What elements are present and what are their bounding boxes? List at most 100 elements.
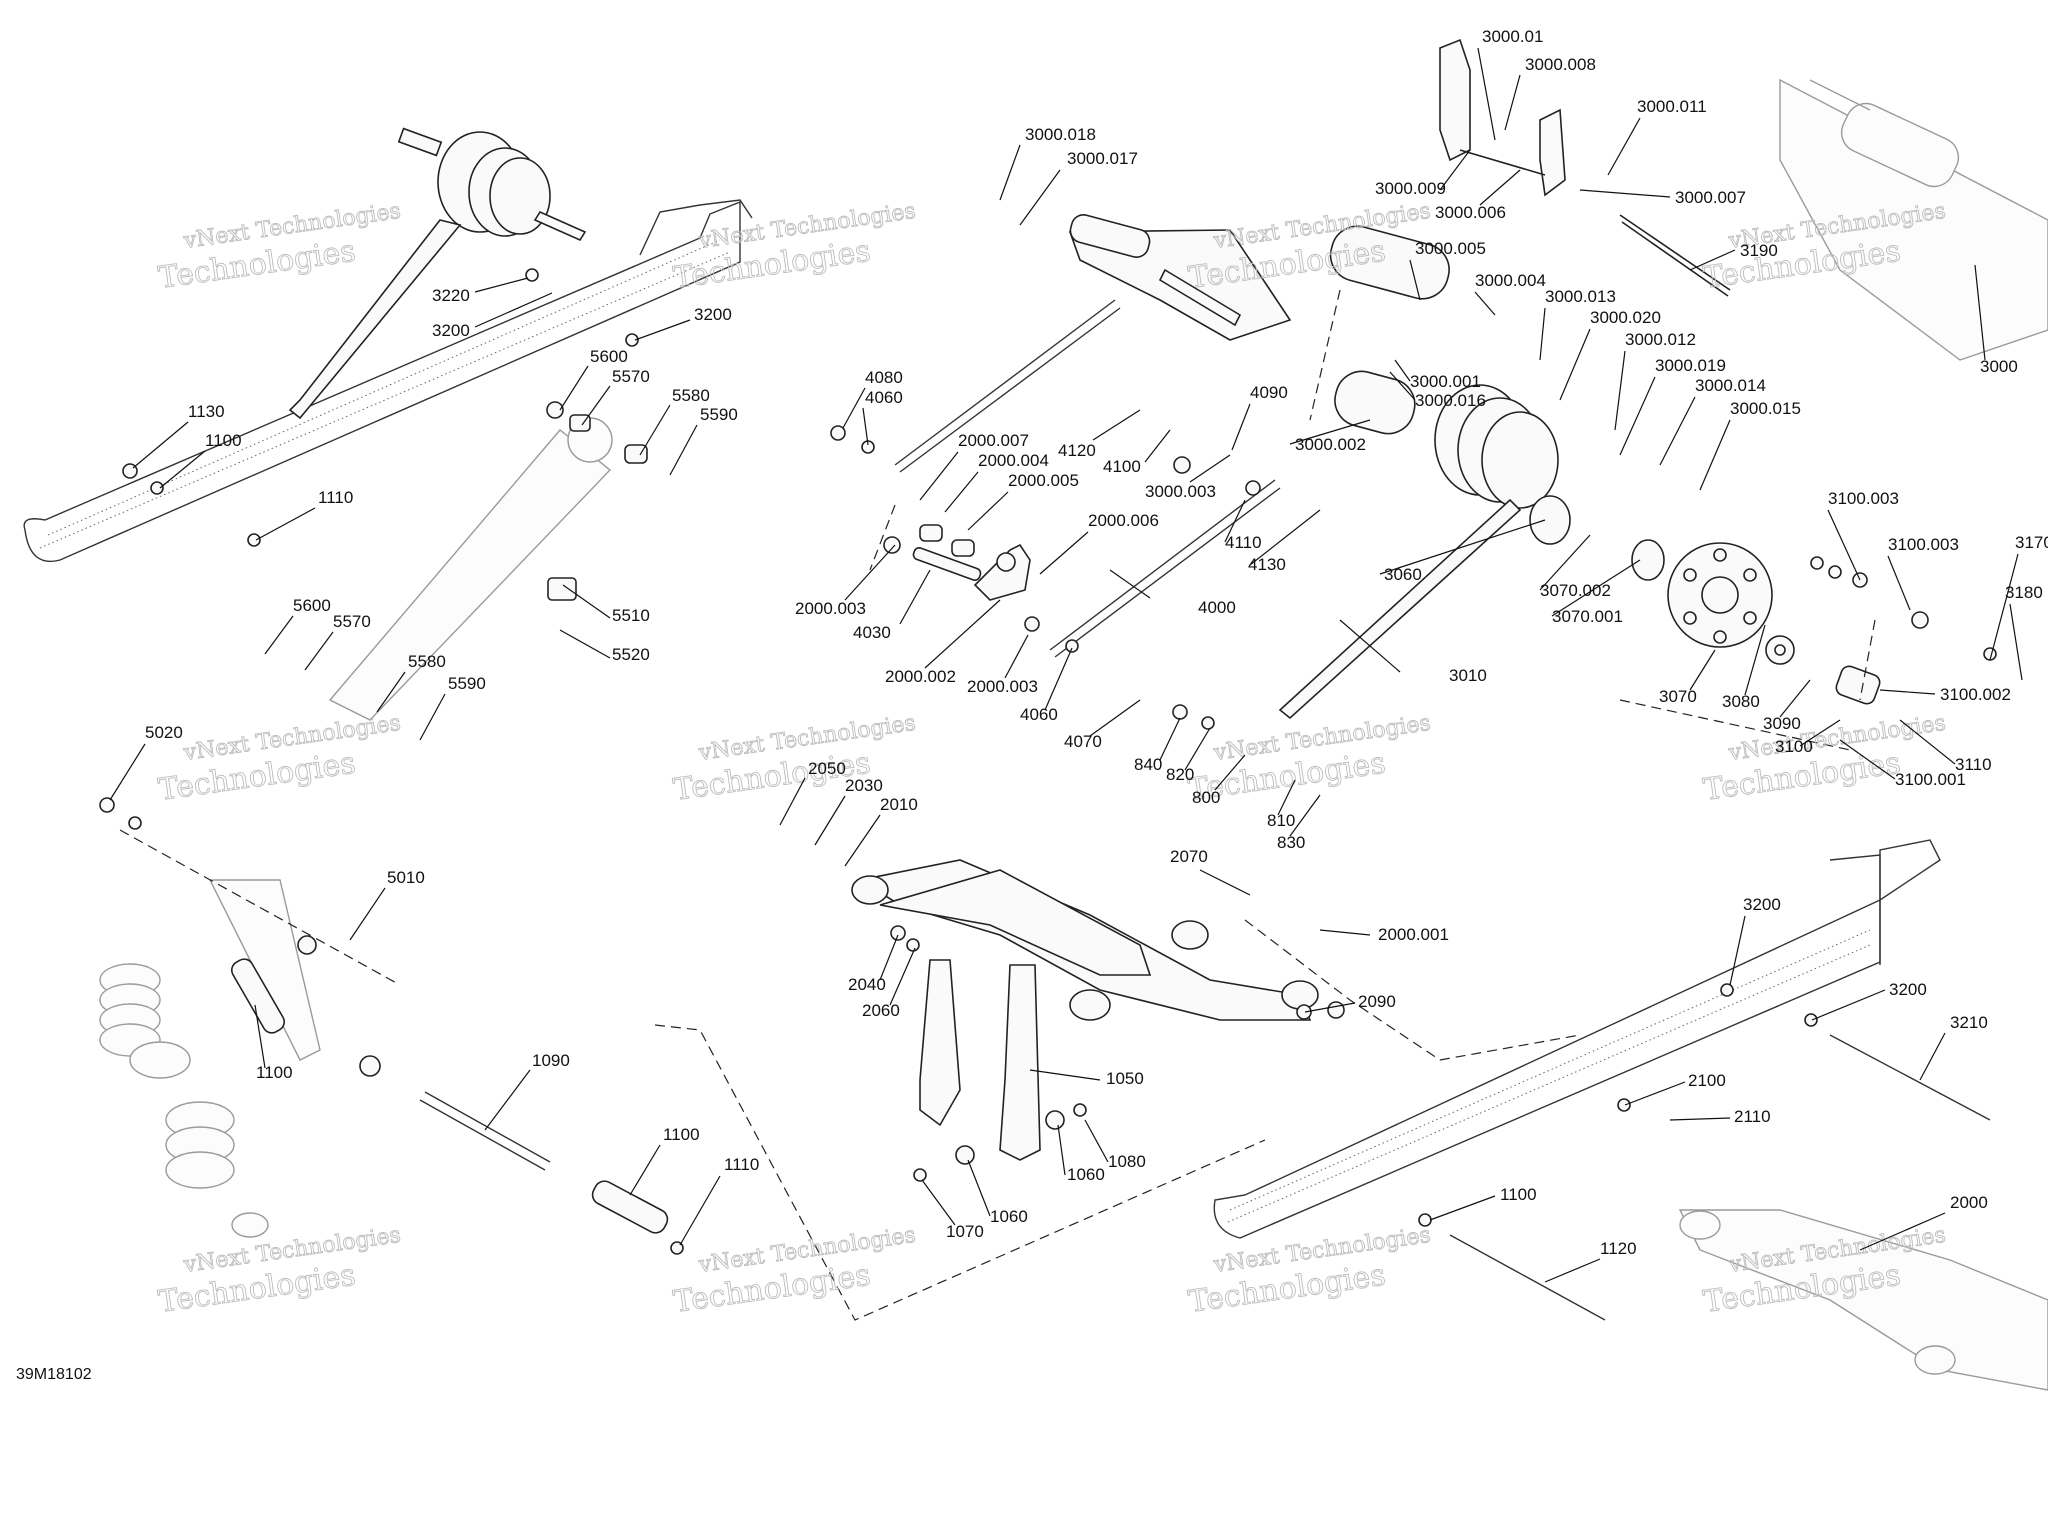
callout-label: 5570 [612, 367, 650, 386]
callout-4070: 4070 [1064, 699, 1141, 751]
callout-label: 1100 [205, 431, 242, 450]
callout-3000-002: 3000.002 [1289, 419, 1371, 454]
callout-2000-002: 2000.002 [885, 599, 1001, 686]
callout-label: 4070 [1064, 732, 1102, 751]
callout-3000-019: 3000.019 [1619, 356, 1726, 456]
callout-2000-005: 2000.005 [967, 471, 1079, 531]
callout-2090: 2090 [1304, 992, 1396, 1013]
leader-line [967, 491, 1009, 531]
callout-3000-020: 3000.020 [1559, 308, 1661, 401]
leader-line [1989, 553, 2019, 661]
leader-line [159, 450, 206, 489]
callout-label: 2000.003 [967, 677, 1038, 696]
callout-2000: 2000 [1859, 1193, 1988, 1251]
callout-label: 1050 [1106, 1069, 1144, 1088]
callout-label: 1100 [256, 1063, 293, 1082]
idler-wheel [1529, 495, 1773, 648]
callout-3000-011: 3000.011 [1607, 97, 1707, 176]
callout-3000-001: 3000.001 [1394, 359, 1481, 391]
leader-line [1504, 74, 1521, 131]
leader-line [349, 887, 386, 941]
callout-label: 4100 [1103, 457, 1141, 476]
leader-line [1579, 189, 1671, 198]
callout-2100: 2100 [1624, 1071, 1726, 1106]
leader-line [2009, 603, 2023, 681]
callout-3100-002: 3100.002 [1879, 685, 2011, 704]
leader-line [1607, 117, 1641, 176]
callout-3100-001: 3100.001 [1839, 739, 1966, 789]
callout-label: 1110 [318, 488, 353, 507]
callout-label: 3100.003 [1828, 489, 1899, 508]
leader-line [1799, 719, 1841, 747]
leader-line [1289, 419, 1371, 445]
callout-1130: 1130 [132, 402, 225, 469]
leader-line [779, 777, 806, 826]
callout-3110: 3110 [1899, 719, 1992, 774]
leader-line [1057, 1124, 1066, 1176]
callout-3200-a: 3200 [432, 292, 553, 340]
callout-label: 2000.001 [1378, 925, 1449, 944]
leader-line [1289, 794, 1321, 837]
callout-label: 3090 [1763, 714, 1801, 733]
leader-line [1477, 47, 1496, 141]
callout-label: 2100 [1688, 1071, 1726, 1090]
callout-2110: 2110 [1669, 1107, 1771, 1126]
callout-3000-01: 3000.01 [1477, 27, 1543, 141]
callout-3200-c: 3200 [1729, 895, 1781, 986]
callout-4060-a: 4060 [862, 388, 903, 446]
callout-label: 3000.016 [1415, 391, 1486, 410]
callout-label: 2060 [862, 1001, 900, 1020]
leader-line [1559, 328, 1591, 401]
callout-4090: 4090 [1231, 383, 1288, 451]
leader-line [1199, 869, 1251, 896]
rear-arm-reference [1678, 1209, 2048, 1391]
callout-3000-005: 3000.005 [1409, 239, 1486, 301]
callout-label: 1080 [1108, 1152, 1146, 1171]
callout-2050: 2050 [779, 759, 846, 826]
leader-line [1084, 1119, 1109, 1163]
rear-arm-assembly [851, 859, 1319, 1161]
callout-label: 5510 [612, 606, 650, 625]
callout-label: 5600 [293, 596, 331, 615]
callout-3000-004: 3000.004 [1474, 271, 1546, 316]
callout-1090: 1090 [484, 1051, 570, 1131]
assembly-lines [119, 289, 1876, 1321]
callout-label: 3100.002 [1940, 685, 2011, 704]
leader-line [264, 615, 294, 655]
leader-line [1811, 989, 1886, 1021]
callout-5580-b: 5580 [376, 652, 446, 713]
leader-line [1974, 264, 1986, 361]
leader-line [1699, 419, 1731, 491]
leader-line [1184, 727, 1211, 771]
pins-and-sleeves [230, 958, 1991, 1321]
callout-label: 3100.001 [1895, 770, 1966, 789]
callout-2000-004: 2000.004 [944, 451, 1049, 513]
callout-label: 1090 [532, 1051, 570, 1070]
callout-label: 2000.004 [978, 451, 1049, 470]
leader-line [1474, 291, 1496, 316]
callout-3170: 3170 [1989, 533, 2048, 661]
callout-label: 4120 [1058, 441, 1096, 460]
callout-label: 5010 [387, 868, 425, 887]
callout-4060-b: 4060 [1020, 647, 1073, 724]
front-arm-assembly [894, 214, 1292, 658]
leader-line [1249, 509, 1321, 566]
callout-label: 2090 [1358, 992, 1396, 1011]
callout-label: 3000 [1980, 357, 2018, 376]
leader-line [1304, 1002, 1356, 1013]
leader-line [1744, 624, 1766, 696]
callout-label: 2010 [880, 795, 918, 814]
leader-line [899, 569, 931, 625]
leader-line [844, 544, 896, 601]
callout-5570-b: 5570 [304, 612, 371, 671]
callout-label: 4080 [865, 368, 903, 387]
callout-label: 3200 [694, 305, 732, 324]
leader-line [1409, 259, 1421, 301]
callout-3000-018: 3000.018 [999, 125, 1096, 201]
leader-line [1887, 555, 1911, 611]
leader-line [1779, 679, 1811, 718]
